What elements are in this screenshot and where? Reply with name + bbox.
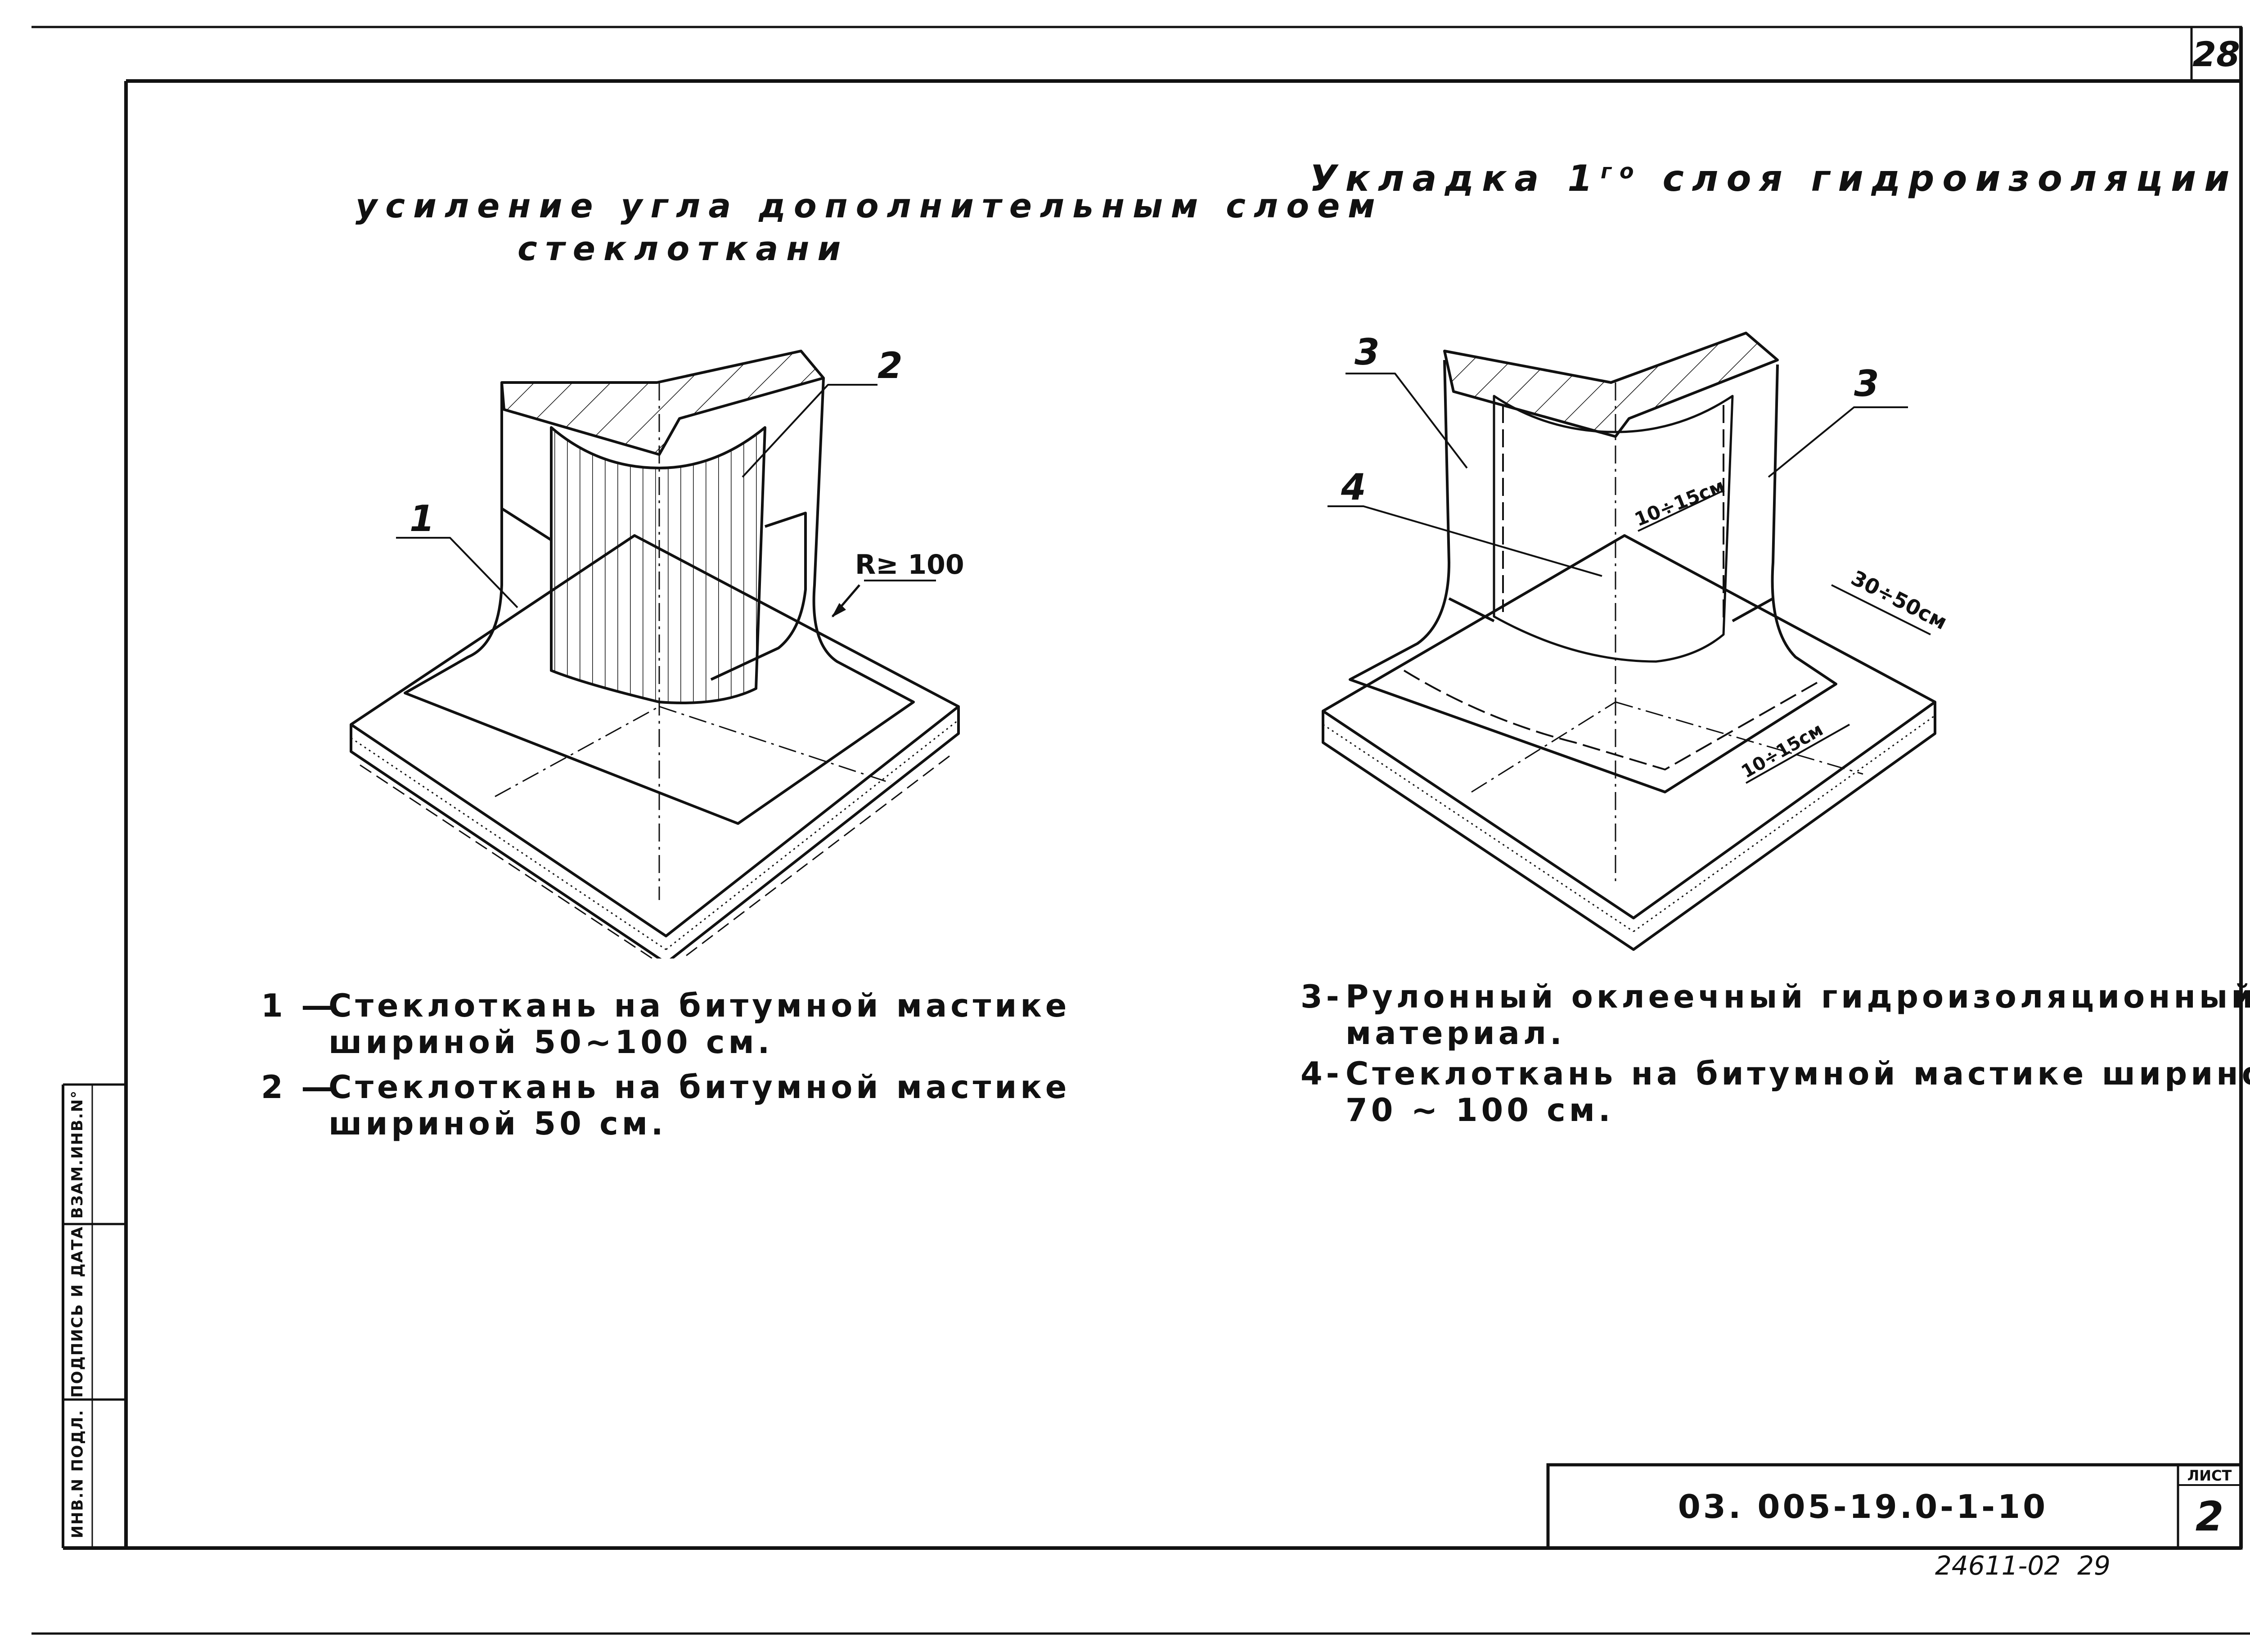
callout-3a-label: 3 bbox=[1354, 331, 1380, 373]
note-number: 1 — bbox=[261, 987, 337, 1024]
stamp-cell-replace: ВЗАМ.ИНВ.N° bbox=[64, 1085, 91, 1224]
left-title-line1: усиление угла дополнительным слоем bbox=[356, 187, 1383, 225]
sheet-label-cell: ЛИСТ bbox=[2178, 1466, 2241, 1485]
right-title-sup: го bbox=[1600, 159, 1642, 184]
note-item: 3- Рулонный оклеечный гидроизоляционный … bbox=[1300, 979, 2250, 1051]
corner-number-text: 28 bbox=[2192, 34, 2240, 74]
right-base-slab bbox=[1322, 701, 1936, 951]
note-line2: шириной 50~100 см. bbox=[328, 1023, 774, 1061]
right-title-main: Укладка 1 bbox=[1310, 158, 1601, 199]
dim-base-label: 10÷15см bbox=[1738, 719, 1827, 782]
stamp-inv-label: ИНВ.N ПОДЛ. bbox=[68, 1409, 87, 1539]
right-notes: 3- Рулонный оклеечный гидроизоляционный … bbox=[1300, 979, 2250, 1128]
note-item: 4- Стеклоткань на битумной мастике ширин… bbox=[1300, 1056, 2250, 1128]
note-number: 3- bbox=[1300, 978, 1343, 1015]
left-title-line2: стеклоткани bbox=[518, 230, 849, 268]
stamp-cell-signature: ПОДПИСЬ И ДАТА bbox=[64, 1224, 91, 1400]
stamp-cell-inv: ИНВ.N ПОДЛ. bbox=[64, 1400, 91, 1548]
left-base-slab bbox=[350, 705, 960, 959]
stamp-signature-label: ПОДПИСЬ И ДАТА bbox=[68, 1226, 86, 1398]
callout-2-label: 2 bbox=[878, 345, 903, 387]
note-line1: Стеклоткань на битумной мастике bbox=[328, 987, 1071, 1024]
note-line2: 70 ~ 100 см. bbox=[1346, 1091, 1614, 1129]
left-notes: 1 — Стеклоткань на битумной мастике шири… bbox=[261, 988, 1070, 1142]
note-item: 1 — Стеклоткань на битумной мастике шири… bbox=[261, 988, 1070, 1060]
sheet-corner-number: 28 bbox=[2192, 29, 2241, 79]
note-line2: шириной 50 см. bbox=[328, 1105, 667, 1142]
note-line1: Стеклоткань на битумной мастике шириной bbox=[1346, 1055, 2250, 1092]
right-wall-top bbox=[1443, 332, 1779, 438]
sheet-number-cell: 2 bbox=[2178, 1485, 2241, 1548]
left-corner-drawing: 1 2 R≥ 100 bbox=[350, 345, 964, 959]
note-number: 2 — bbox=[261, 1069, 337, 1106]
right-title-rest: слоя гидроизоляции bbox=[1662, 158, 2238, 199]
callout-3b-label: 3 bbox=[1854, 363, 1879, 405]
radius-label: R≥ 100 bbox=[855, 549, 964, 581]
stamp-replace-label: ВЗАМ.ИНВ.N° bbox=[68, 1089, 86, 1219]
note-line1: Стеклоткань на битумной мастике bbox=[328, 1069, 1071, 1106]
sheet-label: ЛИСТ bbox=[2187, 1467, 2232, 1484]
note-line1: Рулонный оклеечный гидроизоляционный bbox=[1346, 978, 2250, 1015]
note-item: 2 — Стеклоткань на битумной мастике шири… bbox=[261, 1069, 1070, 1142]
dim-vertical-label: 10÷15см bbox=[1631, 475, 1728, 531]
title-block-code: 03. 005-19.0-1-10 bbox=[1548, 1465, 2178, 1548]
sheet-number: 2 bbox=[2195, 1493, 2224, 1540]
right-corner-drawing: 3 3 4 10÷15см 30÷50см 10÷15см bbox=[1322, 331, 1951, 951]
callout-1-label: 1 bbox=[410, 498, 435, 540]
note-number: 4- bbox=[1300, 1055, 1343, 1092]
archive-number: 24611-02 29 bbox=[1935, 1550, 2110, 1581]
note-line2: материал. bbox=[1346, 1014, 1566, 1052]
drawing-code: 03. 005-19.0-1-10 bbox=[1678, 1487, 2048, 1526]
right-title: Укладка 1го слоя гидроизоляции bbox=[1310, 158, 2237, 199]
left-wall-top bbox=[500, 350, 825, 456]
callout-4-label: 4 bbox=[1341, 466, 1366, 508]
